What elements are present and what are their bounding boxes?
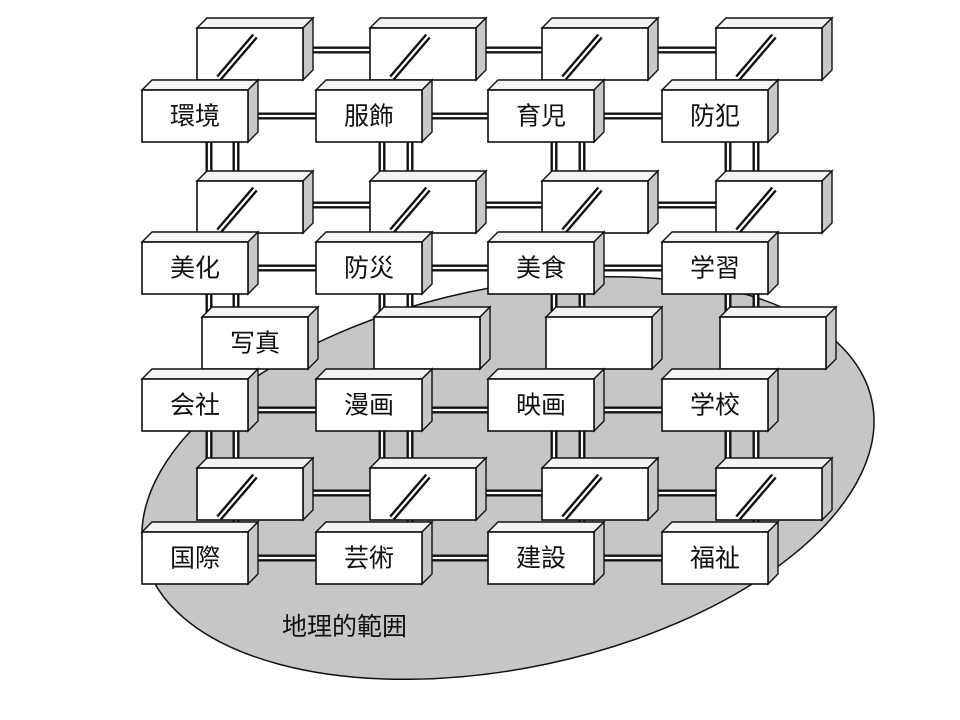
front-box-row1-3: 育児 bbox=[486, 78, 606, 144]
back-box-1-3 bbox=[540, 16, 660, 82]
front-box-row4-3: 映画 bbox=[486, 367, 606, 433]
bottom-smudge bbox=[622, 664, 938, 709]
front-box-row1-4: 防犯 bbox=[660, 78, 780, 144]
middle-box-2 bbox=[372, 305, 492, 371]
front-box-row6-4: 福祉 bbox=[660, 520, 780, 586]
back-box-3-2-diagonal bbox=[389, 473, 431, 521]
front-box-row1-1-label: 環境 bbox=[170, 102, 220, 131]
back-box-2-4 bbox=[714, 169, 834, 235]
back-box-1-4-diagonal bbox=[735, 33, 777, 81]
front-box-row2-1-label: 美化 bbox=[170, 254, 220, 283]
front-box-row2-4-label: 学習 bbox=[690, 254, 740, 283]
back-box-2-2 bbox=[368, 169, 488, 235]
back-box-3-1-diagonal bbox=[216, 473, 258, 521]
back-box-1-3-diagonal bbox=[561, 33, 603, 81]
front-box-row6-3-label: 建設 bbox=[516, 544, 566, 573]
front-box-row4-4-label: 学校 bbox=[690, 391, 740, 420]
middle-box-1-label: 写真 bbox=[230, 329, 280, 358]
front-box-row4-3-label: 映画 bbox=[516, 391, 566, 420]
back-box-2-1-diagonal bbox=[216, 186, 258, 234]
front-box-row2-3: 美食 bbox=[486, 230, 606, 296]
back-box-2-1 bbox=[195, 169, 315, 235]
front-box-row2-2: 防災 bbox=[314, 230, 434, 296]
front-box-row1-1: 環境 bbox=[140, 78, 260, 144]
back-box-1-4 bbox=[714, 16, 834, 82]
front-box-row6-3: 建設 bbox=[486, 520, 606, 586]
front-box-row6-4-label: 福祉 bbox=[690, 544, 740, 573]
front-box-row2-1: 美化 bbox=[140, 230, 260, 296]
front-box-row1-4-label: 防犯 bbox=[690, 102, 740, 131]
middle-box-3 bbox=[544, 305, 664, 371]
back-box-3-4-diagonal bbox=[735, 473, 777, 521]
front-box-row6-2: 芸術 bbox=[314, 520, 434, 586]
front-box-row2-2-label: 防災 bbox=[344, 254, 394, 283]
back-box-3-1 bbox=[195, 456, 315, 522]
front-box-row1-3-label: 育児 bbox=[516, 102, 566, 131]
front-box-row6-2-label: 芸術 bbox=[344, 544, 394, 573]
front-box-row6-1: 国際 bbox=[140, 520, 260, 586]
geographic-region-label: 地理的範囲 bbox=[282, 612, 407, 641]
front-box-row1-2: 服飾 bbox=[314, 78, 434, 144]
back-box-1-2 bbox=[368, 16, 488, 82]
back-box-1-1 bbox=[195, 16, 315, 82]
front-box-row4-2: 漫画 bbox=[314, 367, 434, 433]
back-box-1-2-diagonal bbox=[389, 33, 431, 81]
back-box-3-4 bbox=[714, 456, 834, 522]
back-box-1-1-diagonal bbox=[216, 33, 258, 81]
back-box-2-4-diagonal bbox=[735, 186, 777, 234]
front-box-row4-2-label: 漫画 bbox=[344, 391, 394, 420]
front-box-row2-3-label: 美食 bbox=[516, 254, 566, 283]
back-box-3-3-diagonal bbox=[561, 473, 603, 521]
back-box-2-3 bbox=[540, 169, 660, 235]
front-box-row1-2-label: 服飾 bbox=[344, 102, 394, 131]
middle-box-4 bbox=[718, 305, 838, 371]
middle-box-1: 写真 bbox=[200, 305, 320, 371]
front-box-row4-4: 学校 bbox=[660, 367, 780, 433]
front-box-row6-1-label: 国際 bbox=[170, 544, 220, 573]
back-box-2-3-diagonal bbox=[561, 186, 603, 234]
front-box-row4-1: 会社 bbox=[140, 367, 260, 433]
front-box-row2-4: 学習 bbox=[660, 230, 780, 296]
front-box-row4-1-label: 会社 bbox=[170, 391, 220, 420]
back-box-2-2-diagonal bbox=[389, 186, 431, 234]
back-box-3-2 bbox=[368, 456, 488, 522]
back-box-3-3 bbox=[540, 456, 660, 522]
